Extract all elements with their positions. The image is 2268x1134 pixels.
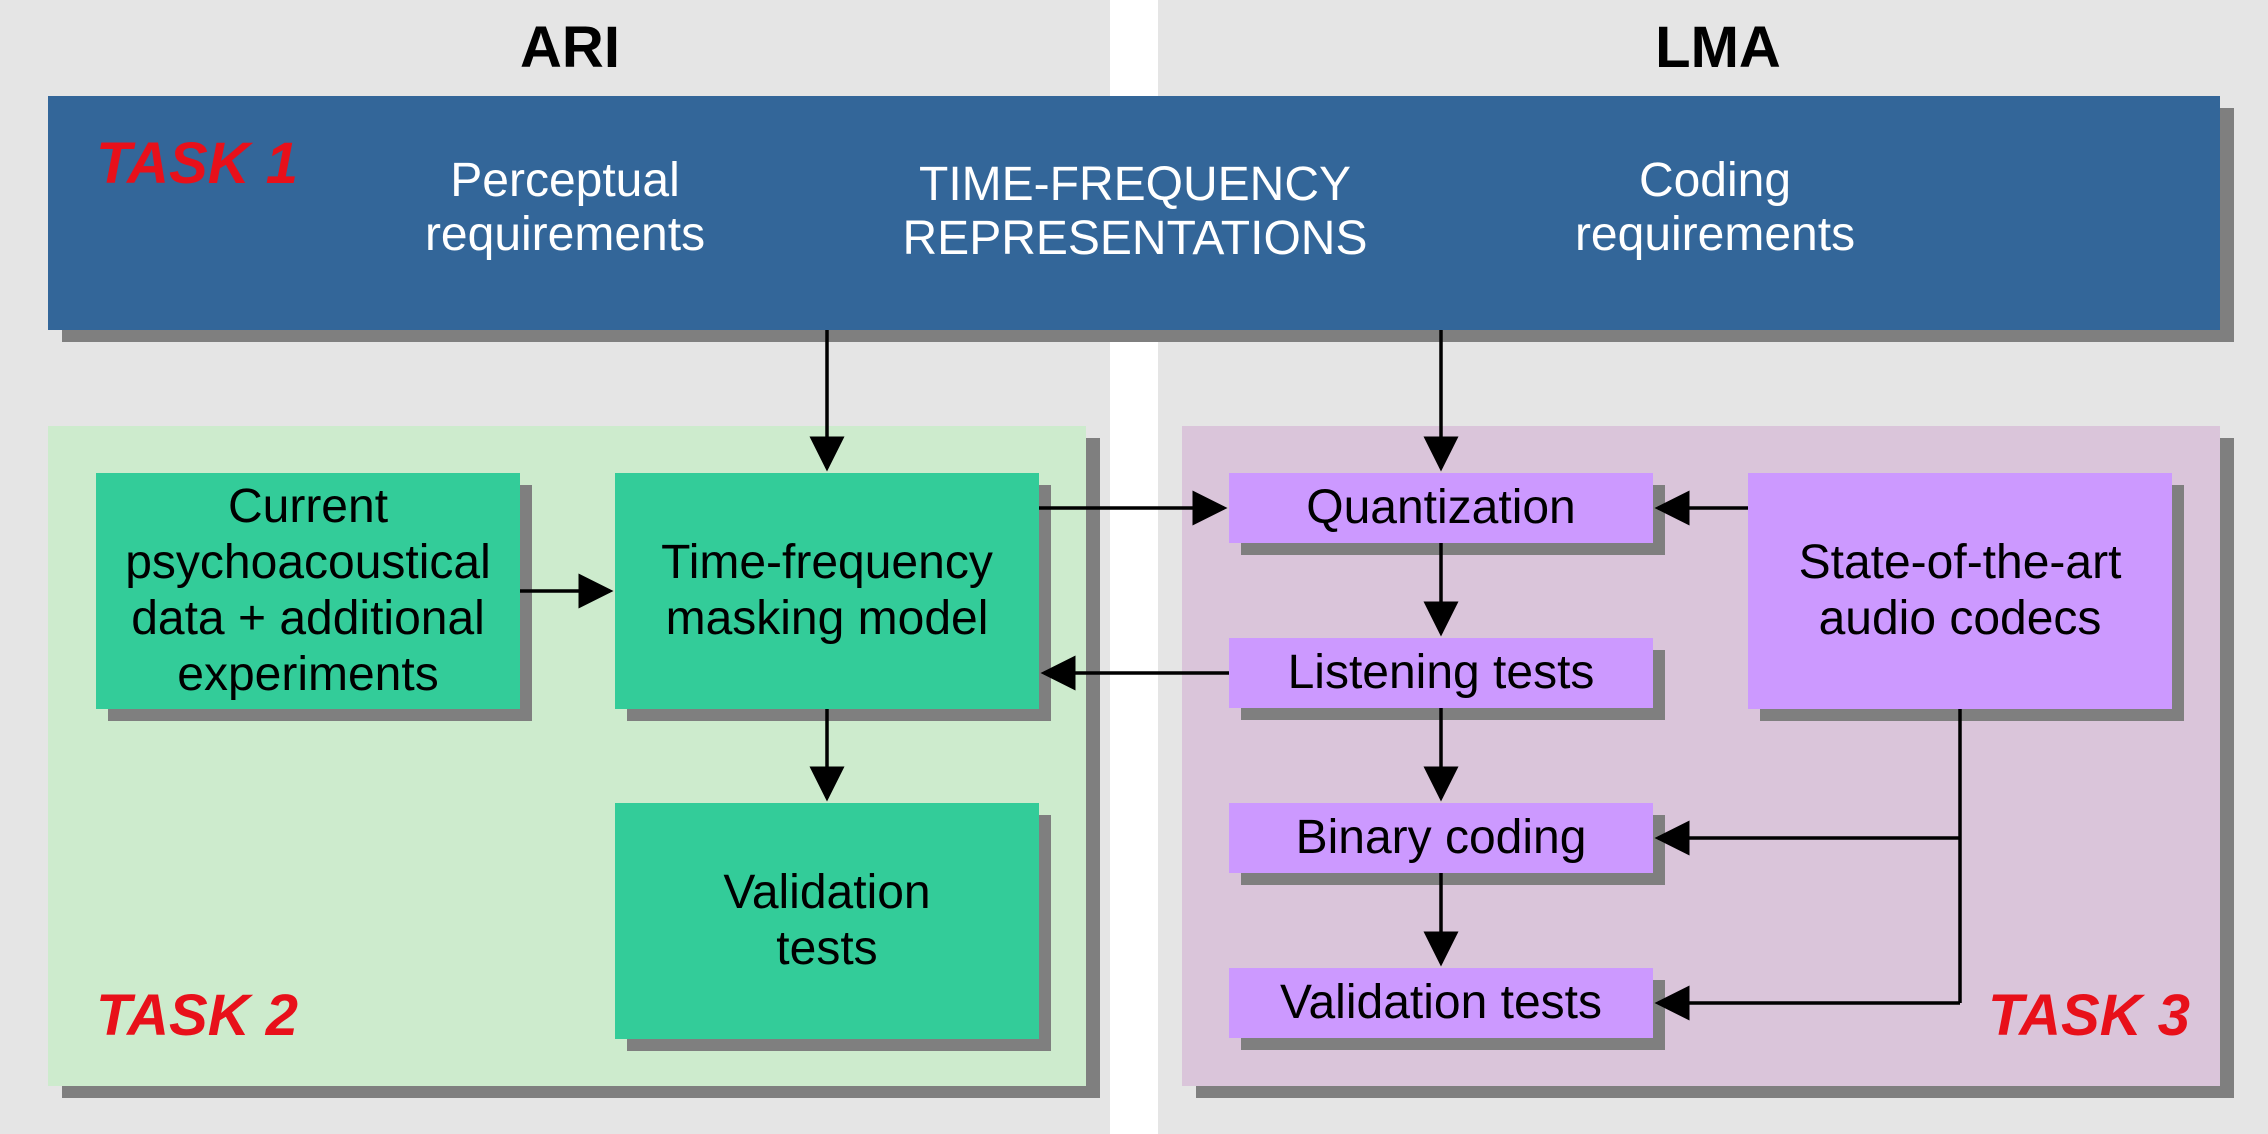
psychoacoustical-data-box: Current psychoacoustical data + addition…	[96, 473, 520, 709]
coding-requirements: Coding requirements	[1574, 154, 1856, 261]
quantization-box: Quantization	[1229, 473, 1653, 543]
perceptual-requirements: Perceptual requirements	[424, 154, 706, 261]
task3-label: TASK 3	[1988, 983, 2190, 1048]
time-frequency-representations: TIME-FREQUENCY REPRESENTATIONS	[902, 158, 1368, 265]
task2-label: TASK 2	[96, 983, 298, 1048]
ari-title: ARI	[520, 15, 620, 80]
task1-banner	[48, 96, 2220, 330]
validation-tests-lma-box: Validation tests	[1229, 968, 1653, 1038]
binary-coding-box: Binary coding	[1229, 803, 1653, 873]
validation-tests-box: Validation tests	[615, 803, 1039, 1039]
audio-codecs-box: State-of-the-art audio codecs	[1748, 473, 2172, 709]
lma-title: LMA	[1655, 15, 1781, 80]
masking-model-box: Time-frequency masking model	[615, 473, 1039, 709]
task1-label: TASK 1	[96, 131, 298, 196]
listening-tests-box: Listening tests	[1229, 638, 1653, 708]
